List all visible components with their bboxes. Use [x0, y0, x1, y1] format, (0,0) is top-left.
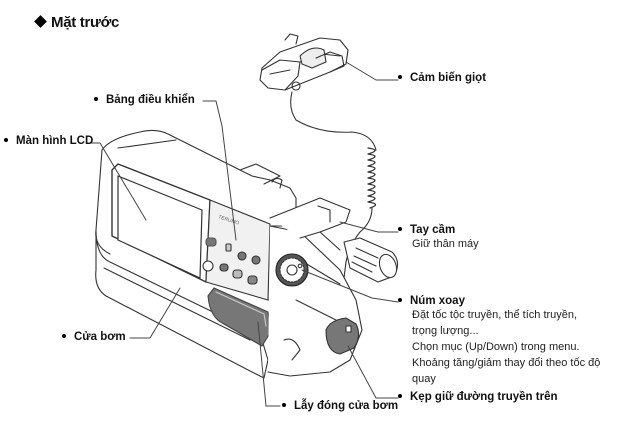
leader-lcd [89, 142, 147, 221]
bullet-icon [62, 334, 66, 338]
handle-description: Giữ thân máy [412, 238, 479, 250]
leader-pump-door [129, 287, 181, 339]
label-control-panel: Bảng điều khiển [94, 94, 195, 106]
bullet-icon [398, 75, 402, 79]
drop-sensor-drawing [259, 33, 349, 91]
label-drop-sensor: Cảm biến giọt [398, 72, 486, 84]
leader-handle [339, 221, 399, 233]
dial-description: Đặt tốc tộc truyền, thể tích truyền, trọ… [412, 309, 601, 385]
bullet-icon [94, 97, 98, 101]
leader-drop-sensor [345, 61, 399, 81]
leader-door-lever [257, 321, 281, 407]
bullet-icon [282, 403, 286, 407]
label-handle: Tay cầm [398, 224, 455, 236]
label-lcd-screen: Màn hình LCD [4, 135, 93, 147]
bullet-icon [398, 394, 402, 398]
bullet-icon [398, 298, 402, 302]
leader-control-panel [202, 100, 237, 241]
bullet-icon [398, 227, 402, 231]
label-dial: Núm xoay [398, 295, 465, 307]
label-door-lever: Lẫy đóng cửa bơm [282, 400, 398, 412]
page-title: Mặt trước [34, 14, 119, 31]
label-upper-line-clamp: Kẹp giữ đường truyền trên [398, 391, 558, 403]
leader-dial [301, 269, 399, 303]
label-pump-door: Cửa bơm [62, 331, 126, 343]
bullet-icon [4, 138, 8, 142]
pump-body-drawing: TERUMO [95, 129, 399, 379]
leader-lines [89, 61, 399, 407]
leader-upper-clamp [347, 345, 399, 399]
